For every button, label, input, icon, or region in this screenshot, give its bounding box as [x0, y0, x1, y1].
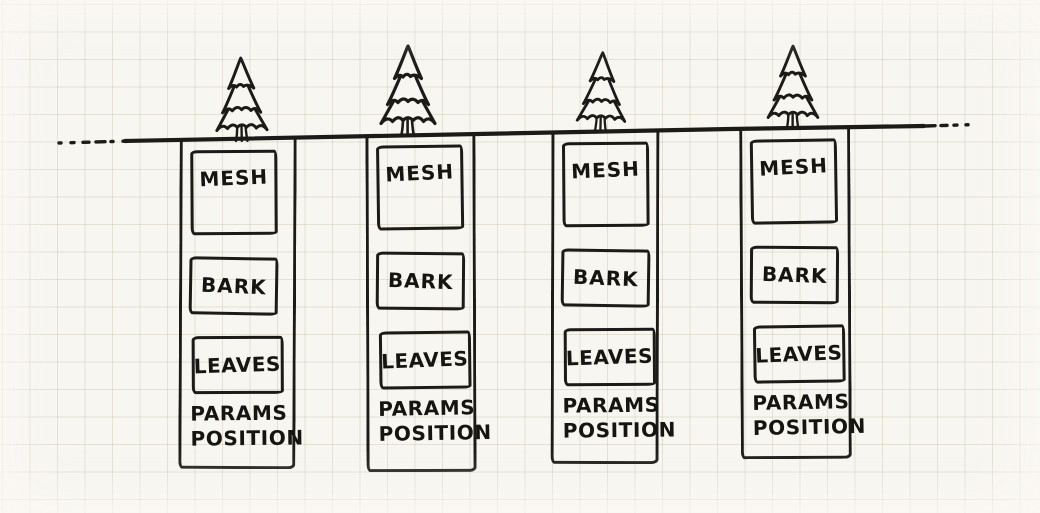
- mesh-box: MESH: [749, 138, 839, 225]
- leaves-box: LEAVES: [191, 335, 284, 395]
- mesh-label: MESH: [758, 153, 829, 181]
- position-label: POSITION: [190, 425, 304, 451]
- params-text: PARAMS POSITION: [190, 401, 304, 452]
- mesh-label: MESH: [384, 159, 455, 187]
- mesh-box: MESH: [561, 141, 650, 228]
- bark-box: BARK: [188, 256, 279, 316]
- params-text: PARAMS POSITION: [752, 389, 866, 441]
- mesh-label: MESH: [570, 156, 641, 184]
- tree-data-column: MESH BARK LEAVES PARAMS POSITION: [550, 130, 676, 465]
- leaves-box: LEAVES: [378, 330, 472, 390]
- params-text: PARAMS POSITION: [378, 395, 492, 447]
- bark-box: BARK: [375, 251, 466, 311]
- position-label: POSITION: [752, 413, 867, 441]
- bark-label: BARK: [761, 261, 828, 289]
- tree-data-column: MESH BARK LEAVES PARAMS POSITION: [178, 138, 304, 470]
- leaves-label: LEAVES: [381, 346, 470, 374]
- pine-tree-icon: [575, 50, 628, 133]
- leaves-label: LEAVES: [755, 340, 844, 368]
- leaves-label: LEAVES: [565, 343, 654, 371]
- params-label: PARAMS: [752, 389, 850, 416]
- bark-label: BARK: [572, 264, 639, 292]
- ground-line: [57, 122, 978, 145]
- leaves-label: LEAVES: [193, 351, 282, 379]
- mesh-label: MESH: [199, 164, 269, 192]
- leaves-box: LEAVES: [752, 324, 846, 384]
- params-label: PARAMS: [562, 392, 660, 418]
- params-label: PARAMS: [190, 400, 288, 426]
- bark-label: BARK: [200, 272, 267, 300]
- tree-data-column: MESH BARK LEAVES PARAMS POSITION: [739, 127, 866, 460]
- pine-tree-icon: [766, 44, 820, 130]
- bark-box: BARK: [749, 245, 840, 305]
- position-label: POSITION: [562, 417, 677, 443]
- bark-box: BARK: [560, 248, 651, 308]
- tree-data-column: MESH BARK LEAVES PARAMS POSITION: [365, 133, 492, 473]
- mesh-box: MESH: [190, 149, 278, 236]
- params-text: PARAMS POSITION: [562, 392, 676, 443]
- pine-tree-icon: [214, 56, 269, 143]
- params-label: PARAMS: [377, 395, 476, 421]
- position-label: POSITION: [378, 419, 492, 446]
- mesh-box: MESH: [376, 144, 465, 231]
- leaves-box: LEAVES: [563, 327, 657, 387]
- pine-tree-icon: [379, 44, 437, 137]
- bark-label: BARK: [387, 267, 454, 295]
